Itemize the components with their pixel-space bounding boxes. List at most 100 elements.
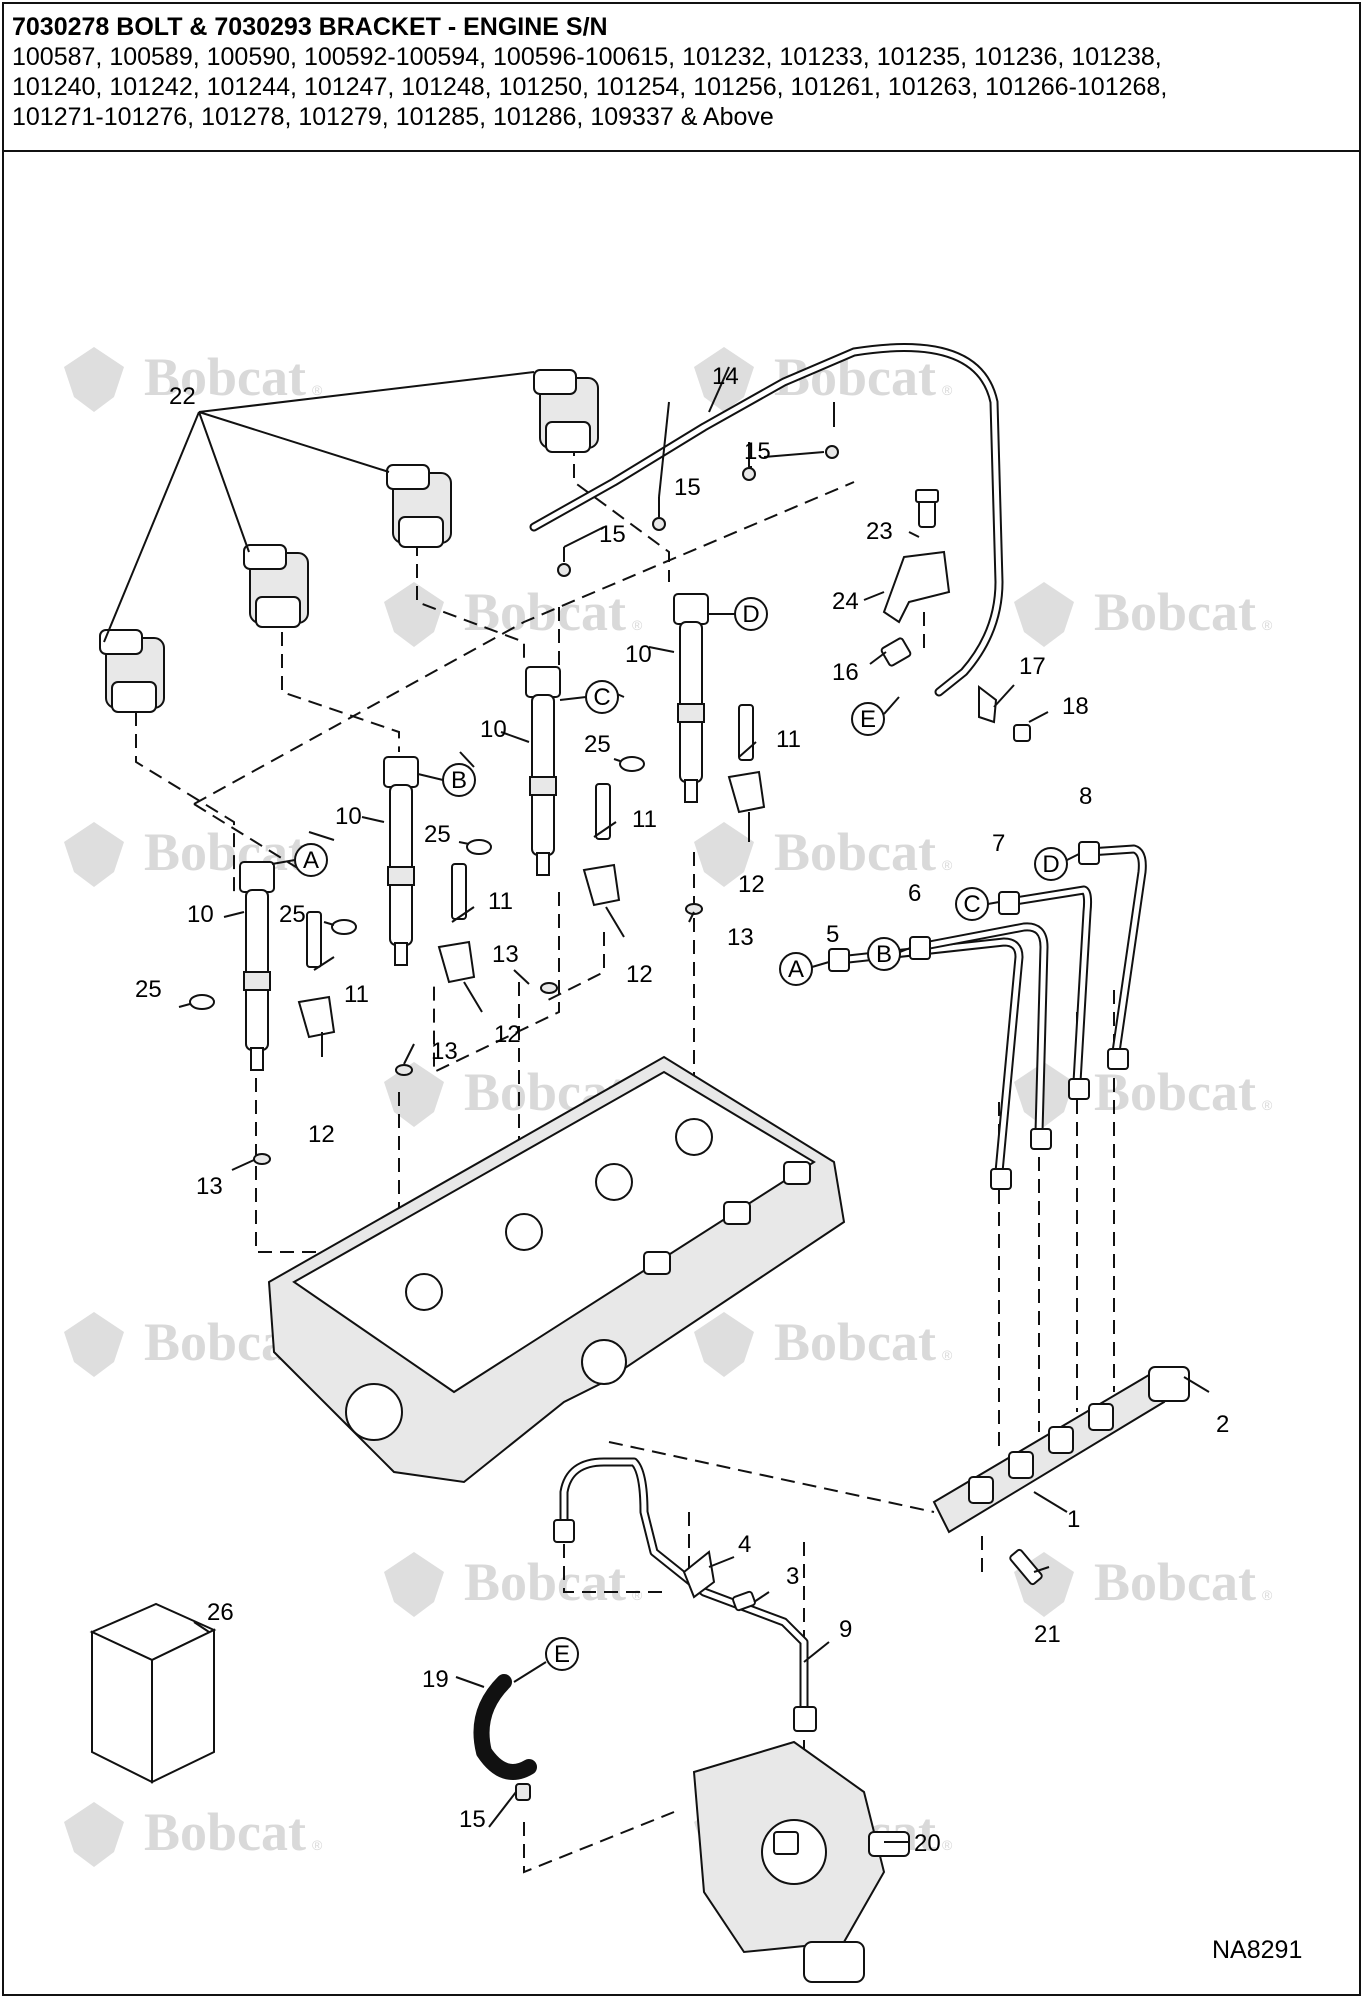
watermark-registered-mark: ® (942, 1347, 953, 1363)
connection-marker-c-line: C (955, 887, 1000, 921)
watermark-registered-mark: ® (942, 1837, 953, 1853)
callout-5: 5 (826, 921, 839, 948)
injector-a (239, 861, 275, 1071)
watermark-registered-mark: ® (312, 1837, 323, 1853)
supply-line (553, 1457, 817, 1732)
o-rings (189, 756, 645, 1010)
callout-13: 13 (196, 1173, 223, 1200)
callout-15: 15 (674, 474, 701, 501)
connection-marker-a: A (271, 843, 328, 877)
injector-b (383, 756, 419, 966)
leak-off-tube (529, 343, 1004, 697)
connection-marker-b: B (417, 763, 476, 797)
callout-25: 25 (584, 731, 611, 758)
callout-11: 11 (344, 981, 369, 1008)
callout-12: 12 (738, 871, 765, 898)
callout-25: 25 (424, 821, 451, 848)
callout-10: 10 (625, 641, 652, 668)
tube-bracket (880, 489, 1031, 742)
connection-marker-d-line: D (1034, 847, 1080, 881)
callout-18: 18 (1062, 693, 1089, 720)
callout-23: 23 (866, 518, 893, 545)
callout-17: 17 (1019, 653, 1046, 680)
connection-marker-e-hose: E (513, 1637, 579, 1683)
callout-25: 25 (279, 901, 306, 928)
injector-d (673, 593, 709, 803)
watermark-text: Bobcat (774, 822, 936, 882)
callout-1: 1 (1067, 1506, 1080, 1533)
callout-10: 10 (335, 803, 362, 830)
connection-marker-b-line: B (867, 937, 911, 971)
injector-c (525, 666, 561, 876)
watermark: Bobcat ® (694, 822, 953, 887)
watermark-text: Bobcat (144, 1802, 306, 1862)
callout-8: 8 (1079, 783, 1092, 810)
watermark: Bobcat ® (1014, 1062, 1273, 1127)
injection-pump (692, 1740, 910, 1983)
callout-16: 16 (832, 659, 859, 686)
svg-text:A: A (303, 847, 319, 874)
page-title: 7030278 BOLT & 7030293 BRACKET - ENGINE … (12, 13, 608, 41)
exploded-view: Bobcat ® Bobcat ® Bobcat ® Bobcat ® Bobc… (4, 152, 1363, 1998)
callout-10: 10 (187, 901, 214, 928)
common-rail (932, 1366, 1190, 1586)
return-hose (473, 1674, 537, 1801)
callout-15: 15 (599, 521, 626, 548)
watermark: Bobcat ® (64, 822, 323, 887)
callout-19: 19 (422, 1666, 449, 1693)
callout-10: 10 (480, 716, 507, 743)
callout-13: 13 (492, 941, 519, 968)
injector-cover-1 (99, 629, 165, 713)
svg-text:D: D (742, 601, 759, 628)
svg-text:D: D (1042, 851, 1059, 878)
watermark-text: Bobcat (144, 347, 306, 407)
callout-12: 12 (494, 1021, 521, 1048)
injector-cover-2 (243, 544, 309, 628)
callout-20: 20 (914, 1830, 941, 1857)
watermark-registered-mark: ® (942, 857, 953, 873)
watermark-text: Bobcat (774, 1312, 936, 1372)
callout-22: 22 (169, 383, 196, 410)
watermark: Bobcat ® (694, 1312, 953, 1377)
callout-7: 7 (992, 830, 1005, 857)
watermark: Bobcat ® (64, 1802, 323, 1867)
watermark-registered-mark: ® (632, 1587, 643, 1603)
watermark-text: Bobcat (144, 822, 306, 882)
injector-cover-3 (386, 464, 452, 548)
watermark-registered-mark: ® (1262, 617, 1273, 633)
callout-14: 14 (712, 363, 739, 390)
serial-line-1: 100587, 100589, 100590, 100592-100594, 1… (12, 43, 1162, 71)
injectors (189, 593, 766, 1165)
connection-markers: A B C D E A B C D E (271, 597, 1080, 1683)
connection-marker-e-top: E (851, 696, 900, 736)
watermark-registered-mark: ® (942, 382, 953, 398)
svg-text:B: B (451, 767, 467, 794)
watermark-registered-mark: ® (1262, 1587, 1273, 1603)
injector-cover-4 (533, 369, 599, 453)
leader-lines (103, 366, 1210, 1843)
callout-4: 4 (738, 1531, 751, 1558)
callout-25: 25 (135, 976, 162, 1003)
svg-text:E: E (860, 706, 876, 733)
diagram-header: 7030278 BOLT & 7030293 BRACKET - ENGINE … (4, 4, 1359, 152)
callout-26: 26 (207, 1599, 234, 1626)
watermark: Bobcat ® (1014, 582, 1273, 647)
watermark-text: Bobcat (1094, 582, 1256, 642)
watermark-text: Bobcat (464, 1552, 626, 1612)
watermark: Bobcat ® (384, 1552, 643, 1617)
watermark-text: Bobcat (1094, 1062, 1256, 1122)
svg-text:B: B (876, 941, 892, 968)
cylinder-head (267, 1055, 846, 1484)
watermark-registered-mark: ® (312, 382, 323, 398)
connection-marker-a-line: A (779, 952, 830, 986)
watermark: Bobcat ® (384, 582, 643, 647)
watermark: Bobcat ® (1014, 1552, 1273, 1617)
parts-box (89, 1602, 217, 1784)
svg-text:A: A (788, 956, 804, 983)
callout-15: 15 (744, 438, 771, 465)
drawing-code: NA8291 (1212, 1936, 1302, 1964)
watermark-text: Bobcat (1094, 1552, 1256, 1612)
svg-text:C: C (593, 684, 610, 711)
callout-2: 2 (1216, 1411, 1229, 1438)
